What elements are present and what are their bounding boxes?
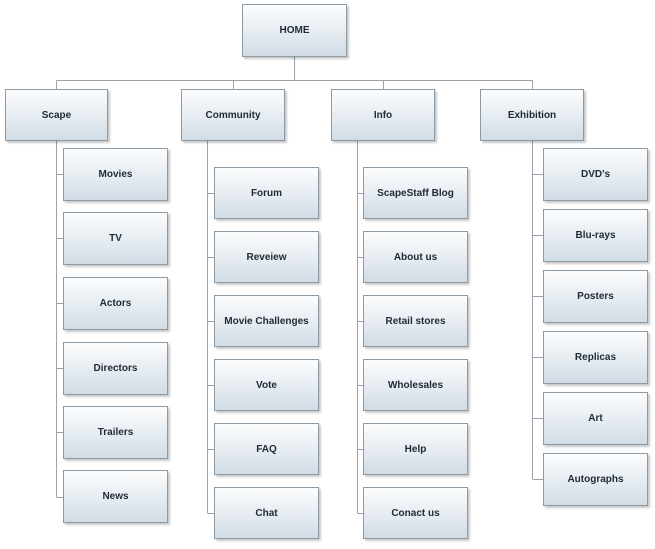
section-node-community: Community xyxy=(181,89,285,141)
item-node-directors: Directors xyxy=(63,342,168,395)
section-node-info: Info xyxy=(331,89,435,141)
item-node-help: Help xyxy=(363,423,468,475)
item-node-forum: Forum xyxy=(214,167,319,219)
item-node-about-us: About us xyxy=(363,231,468,283)
item-node-blu-rays: Blu-rays xyxy=(543,209,648,262)
item-node-chat: Chat xyxy=(214,487,319,539)
item-node-movies: Movies xyxy=(63,148,168,201)
item-node-retail-stores: Retail stores xyxy=(363,295,468,347)
item-node-news: News xyxy=(63,470,168,523)
section-node-scape: Scape xyxy=(5,89,108,141)
item-node-reveiew: Reveiew xyxy=(214,231,319,283)
item-node-trailers: Trailers xyxy=(63,406,168,459)
item-node-tv: TV xyxy=(63,212,168,265)
item-node-autographs: Autographs xyxy=(543,453,648,506)
item-node-actors: Actors xyxy=(63,277,168,330)
item-node-posters: Posters xyxy=(543,270,648,323)
item-node-faq: FAQ xyxy=(214,423,319,475)
item-node-conact-us: Conact us xyxy=(363,487,468,539)
item-node-scapestaff-blog: ScapeStaff Blog xyxy=(363,167,468,219)
section-node-exhibition: Exhibition xyxy=(480,89,584,141)
home-node: HOME xyxy=(242,4,347,57)
item-node-art: Art xyxy=(543,392,648,445)
item-node-vote: Vote xyxy=(214,359,319,411)
item-node-replicas: Replicas xyxy=(543,331,648,384)
item-node-dvds: DVD's xyxy=(543,148,648,201)
item-node-wholesales: Wholesales xyxy=(363,359,468,411)
item-node-movie-challenges: Movie Challenges xyxy=(214,295,319,347)
